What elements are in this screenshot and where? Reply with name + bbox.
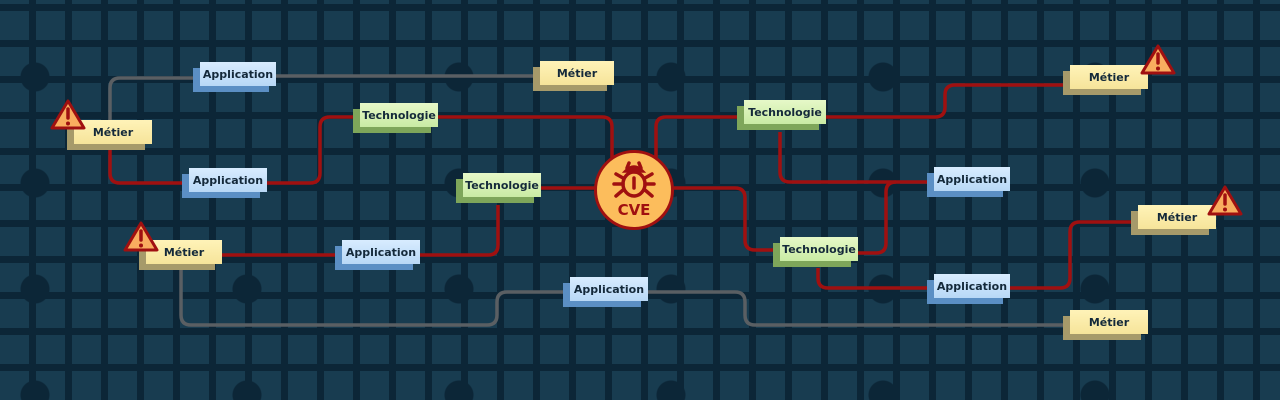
warning-icon (1140, 44, 1176, 75)
link-red (108, 146, 185, 185)
warning-icon (1207, 185, 1243, 216)
node-label: Application (192, 173, 264, 187)
node-label: Application (573, 282, 645, 296)
cve-label: CVE (617, 201, 651, 219)
node-label: Application (202, 67, 274, 81)
node-metier[interactable]: Métier (540, 61, 614, 85)
node-technologie[interactable]: Technologie (360, 103, 438, 127)
cve-node[interactable]: CVE (594, 150, 674, 230)
link-red (437, 115, 614, 158)
link-red (654, 115, 740, 158)
node-label: Métier (1088, 315, 1130, 329)
node-technologie[interactable]: Technologie (780, 237, 858, 261)
node-label: Application (936, 279, 1008, 293)
node-application[interactable]: Application (200, 62, 276, 86)
node-label: Technologie (362, 108, 436, 122)
link-gray (179, 270, 565, 327)
node-label: Métier (1088, 70, 1130, 84)
node-application[interactable]: Application (934, 274, 1010, 298)
node-label: Métier (92, 125, 134, 139)
node-technologie[interactable]: Technologie (744, 100, 826, 124)
node-application[interactable]: Application (570, 277, 648, 301)
node-application[interactable]: Application (934, 167, 1010, 191)
link-gray (108, 76, 200, 120)
link-red (826, 83, 1065, 119)
node-metier[interactable]: Métier (1138, 205, 1216, 229)
node-label: Métier (163, 245, 205, 259)
bug-icon (612, 161, 656, 198)
node-label: Métier (1156, 210, 1198, 224)
node-metier[interactable]: Métier (1070, 310, 1148, 334)
node-label: Application (345, 245, 417, 259)
node-metier[interactable]: Métier (1070, 65, 1148, 89)
link-gray (640, 290, 1065, 327)
node-metier[interactable]: Métier (74, 120, 152, 144)
node-label: Technologie (748, 105, 822, 119)
link-red (858, 180, 897, 255)
node-label: Métier (556, 66, 598, 80)
link-red (816, 268, 928, 290)
link-red (420, 205, 500, 257)
link-red (1010, 220, 1132, 290)
warning-icon (50, 99, 86, 130)
node-application[interactable]: Application (342, 240, 420, 264)
node-technologie[interactable]: Technologie (463, 173, 541, 197)
node-label: Technologie (465, 178, 539, 192)
link-red (672, 186, 775, 252)
node-application[interactable]: Application (189, 168, 267, 192)
node-label: Application (936, 172, 1008, 186)
link-red (778, 132, 928, 184)
warning-icon (123, 221, 159, 252)
node-label: Technologie (782, 242, 856, 256)
link-red (265, 115, 355, 185)
node-metier[interactable]: Métier (146, 240, 222, 264)
